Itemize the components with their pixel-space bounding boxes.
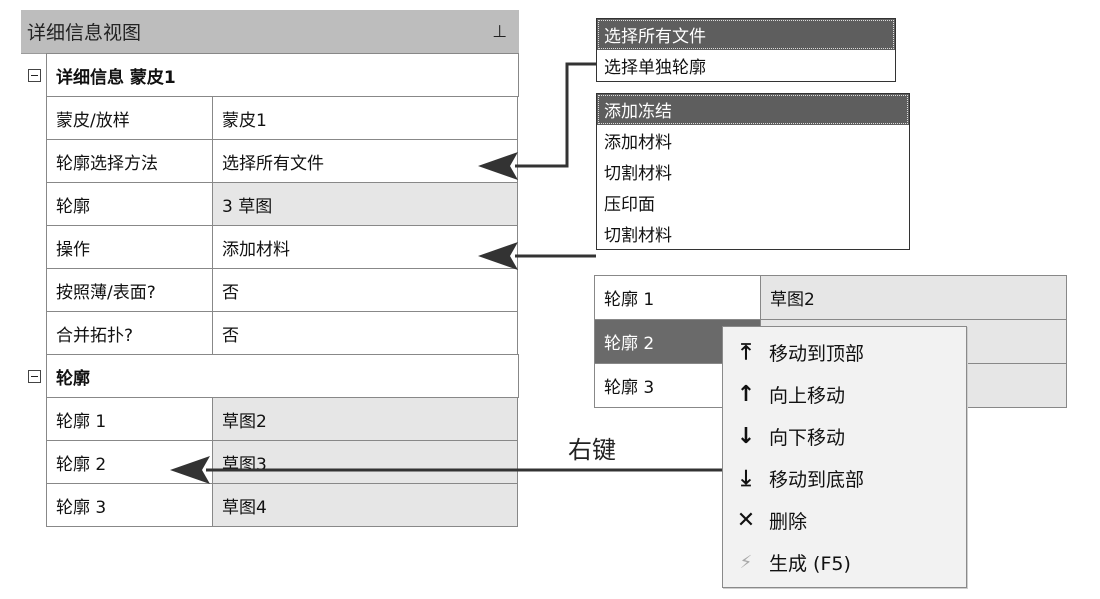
property-row[interactable]: 操作 添加材料 [21, 225, 519, 269]
details-group-row: 详细信息 蒙皮1 [21, 53, 519, 97]
panel-title: 详细信息视图 [27, 22, 142, 44]
details-view-panel: 详细信息视图 ⊥ 详细信息 蒙皮1 蒙皮/放样 蒙皮1 轮廓选择方法 选择所有文… [21, 10, 519, 527]
property-grid: 详细信息 蒙皮1 蒙皮/放样 蒙皮1 轮廓选择方法 选择所有文件 轮廓 3 草图… [21, 53, 519, 527]
property-row[interactable]: 轮廓 3 草图 [21, 182, 519, 226]
operation-dropdown[interactable]: 添加冻结 添加材料 切割材料 压印面 切割材料 [596, 93, 910, 250]
profile-label[interactable]: 轮廓 3 [46, 483, 213, 527]
move-to-bottom-icon: ⤓ [741, 465, 751, 491]
property-value[interactable]: 蒙皮1 [212, 96, 518, 140]
profile-method-dropdown[interactable]: 选择所有文件 选择单独轮廓 [596, 18, 896, 82]
property-label: 合并拓扑? [46, 311, 213, 355]
method-arrow [515, 62, 596, 168]
collapse-details-icon[interactable] [21, 54, 47, 97]
menu-item-label: 向下移动 [769, 426, 846, 449]
collapse-profiles-icon[interactable] [21, 355, 47, 398]
dropdown-option[interactable]: 选择所有文件 [597, 19, 895, 50]
menu-item-move-to-top[interactable]: ⤒ 移动到顶部 [723, 331, 966, 373]
profile-method-select[interactable]: 选择所有文件 [212, 139, 518, 183]
profile-value: 草图4 [212, 483, 518, 527]
property-value: 3 草图 [212, 182, 518, 226]
profile-row[interactable]: 轮廓 1 草图2 [21, 397, 519, 441]
operation-select[interactable]: 添加材料 [212, 225, 518, 269]
profile-row[interactable]: 轮廓 2 草图3 [21, 440, 519, 484]
profile-label[interactable]: 轮廓 2 [46, 440, 213, 484]
move-down-icon: ↓ [736, 423, 756, 449]
menu-item-delete[interactable]: ✕ 删除 [723, 499, 966, 541]
property-row[interactable]: 合并拓扑? 否 [21, 311, 519, 355]
property-label: 操作 [46, 225, 213, 269]
right-click-annotation: 右键 [568, 436, 616, 464]
dropdown-option[interactable]: 添加材料 [604, 133, 672, 153]
dropdown-option[interactable]: 切割材料 [604, 226, 672, 246]
menu-item-label: 移动到底部 [769, 468, 865, 491]
panel-title-bar: 详细信息视图 ⊥ [21, 10, 519, 54]
profile-row[interactable]: 轮廓 3 草图4 [21, 483, 519, 527]
profile-value: 草图3 [212, 440, 518, 484]
menu-item-label: 生成 (F5) [769, 552, 851, 575]
profile-label[interactable]: 轮廓 1 [46, 397, 213, 441]
menu-item-label: 删除 [769, 510, 808, 533]
delete-icon: ✕ [736, 507, 756, 533]
dropdown-option[interactable]: 选择单独轮廓 [604, 58, 706, 78]
property-row[interactable]: 轮廓选择方法 选择所有文件 [21, 139, 519, 183]
mini-profile-label[interactable]: 轮廓 1 [594, 275, 761, 320]
menu-item-label: 移动到顶部 [769, 342, 865, 365]
property-row[interactable]: 按照薄/表面? 否 [21, 268, 519, 312]
menu-item-move-down[interactable]: ↓ 向下移动 [723, 415, 966, 457]
profiles-group-row: 轮廓 [21, 354, 519, 398]
details-group-header: 详细信息 蒙皮1 [46, 53, 519, 97]
menu-item-move-to-bottom[interactable]: ⤓ 移动到底部 [723, 457, 966, 499]
property-label: 蒙皮/放样 [46, 96, 213, 140]
dropdown-option[interactable]: 压印面 [604, 195, 655, 215]
property-label: 轮廓 [46, 182, 213, 226]
context-menu: ⤒ 移动到顶部 ↑ 向上移动 ↓ 向下移动 ⤓ 移动到底部 ✕ 删除 ⚡ 生成 … [722, 326, 967, 588]
menu-item-label: 向上移动 [769, 384, 846, 407]
property-label: 轮廓选择方法 [46, 139, 213, 183]
property-value[interactable]: 否 [212, 311, 518, 355]
dropdown-option[interactable]: 切割材料 [604, 164, 672, 184]
generate-icon: ⚡ [739, 551, 753, 573]
profile-value: 草图2 [212, 397, 518, 441]
mini-profile-value: 草图2 [760, 275, 1067, 320]
property-row[interactable]: 蒙皮/放样 蒙皮1 [21, 96, 519, 140]
property-value[interactable]: 否 [212, 268, 518, 312]
menu-item-move-up[interactable]: ↑ 向上移动 [723, 373, 966, 415]
mini-profile-row[interactable]: 轮廓 1 草图2 [594, 275, 1068, 320]
dropdown-option[interactable]: 添加冻结 [597, 94, 909, 125]
menu-item-generate[interactable]: ⚡ 生成 (F5) [723, 541, 966, 583]
pin-icon[interactable]: ⊥ [492, 21, 507, 42]
move-up-icon: ↑ [736, 381, 756, 407]
property-label: 按照薄/表面? [46, 268, 213, 312]
move-to-top-icon: ⤒ [741, 339, 751, 365]
profiles-group-header: 轮廓 [46, 354, 519, 398]
